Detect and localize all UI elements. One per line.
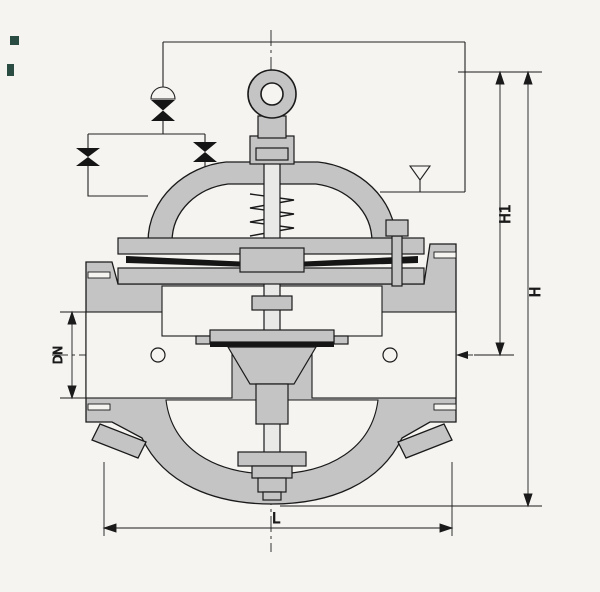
arrow: [67, 310, 77, 325]
arrow: [67, 385, 77, 400]
isolation-valve-icon: [76, 148, 100, 166]
scan-artifact: [10, 36, 19, 45]
plug-flange: [237, 451, 307, 467]
lifting-eye: [247, 69, 297, 119]
plug-bolt-head: [257, 477, 287, 493]
bolt-slot: [433, 251, 457, 259]
arrow: [102, 523, 117, 533]
centerline-arrow: [456, 351, 468, 359]
disc-cone: [226, 346, 318, 385]
plug-neck: [251, 465, 293, 479]
flange-bolt-head: [385, 219, 409, 237]
bolt-slot: [87, 403, 111, 411]
dim-label-dn: DN: [51, 346, 65, 364]
arrow: [495, 70, 505, 85]
pilot-circuit: [76, 41, 466, 197]
plug-bolt-tip: [262, 491, 282, 501]
arrow: [439, 523, 454, 533]
eye-ring-inner: [260, 82, 284, 106]
bolt-hole-left: [150, 347, 166, 363]
scan-artifacts: [7, 36, 19, 76]
diaphragm-clamp: [239, 247, 305, 273]
stem-guide: [255, 383, 289, 425]
scan-artifact: [7, 64, 14, 76]
needle-valve-icon: [193, 142, 217, 162]
bolt-slot: [433, 403, 457, 411]
dim-label-h: H: [528, 287, 544, 298]
spring: [249, 193, 295, 237]
diaphragm-left: [126, 256, 250, 267]
funnel-fitting-icon: [408, 165, 432, 181]
arrow: [523, 70, 533, 85]
stem-collar: [255, 147, 289, 161]
arrow: [523, 493, 533, 508]
dim-label-h1: H1: [498, 204, 514, 223]
seat-lip-right: [333, 335, 349, 345]
right-foot: [397, 423, 453, 459]
pilot-actuator-dome: [150, 86, 176, 100]
seat-lip-left: [195, 335, 211, 345]
pilot-valve-icon: [151, 100, 175, 121]
dimensions: H1 H DN L: [51, 70, 544, 536]
bolt-slot: [87, 271, 111, 279]
valve-disc: [209, 329, 335, 343]
flange-bolt-shank: [391, 235, 403, 287]
dim-label-l: L: [272, 511, 280, 527]
seat-assembly: [150, 295, 398, 425]
arrow: [495, 342, 505, 357]
stem-gland: [249, 115, 295, 165]
disc-seal: [210, 342, 334, 347]
diaphragm-flange: [117, 219, 425, 287]
bolt-hole-right: [382, 347, 398, 363]
left-foot: [91, 423, 147, 459]
gland-nut: [257, 115, 287, 139]
diaphragm-right: [294, 256, 418, 267]
stem-coupling: [251, 295, 293, 311]
bottom-plug: [237, 451, 307, 501]
